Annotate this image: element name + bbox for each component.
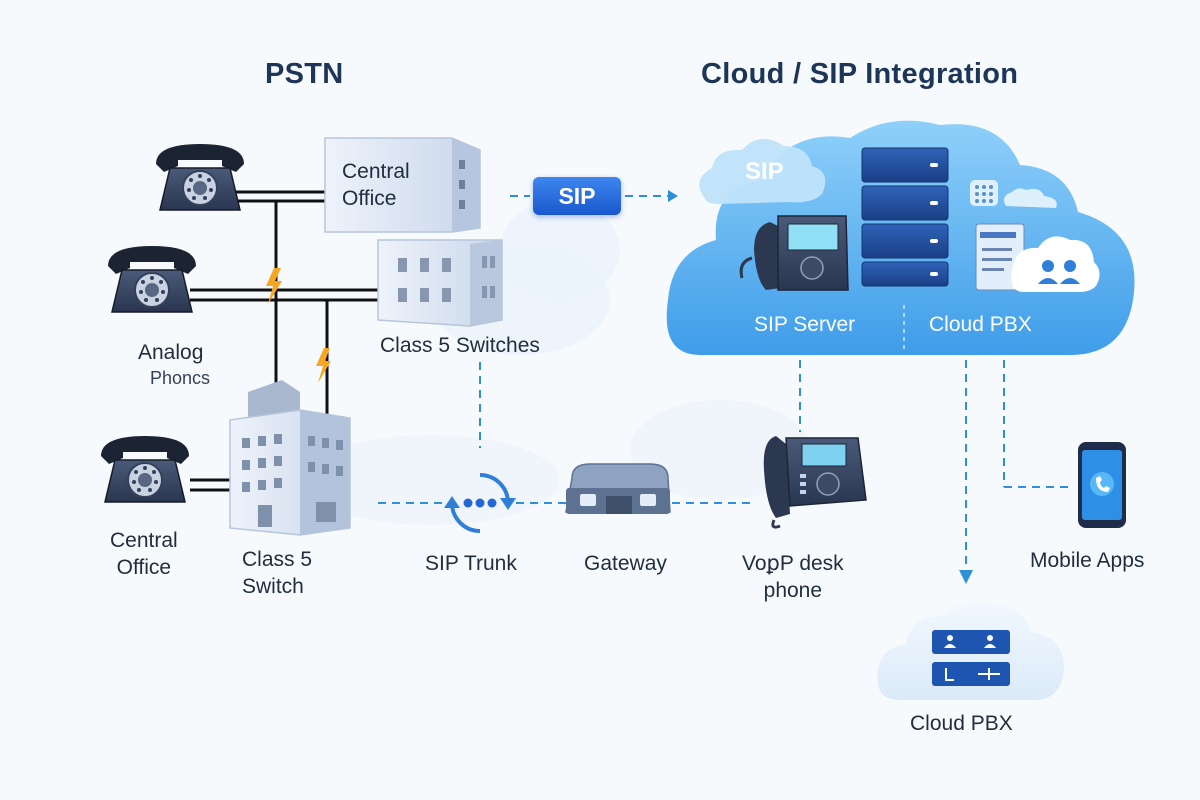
analog-phone-icon	[107, 245, 197, 313]
cloud-sip-integration-title: Cloud / SIP Integration	[701, 58, 1019, 90]
voip-desk-phone-label: VoꝑP desk phone	[742, 552, 844, 602]
sip-badge: SIP	[533, 177, 621, 215]
central-office-label: Central Office	[110, 529, 178, 579]
cloud-pbx-bottom-label: Cloud PBX	[910, 712, 1013, 735]
cloud-pbx-bottom-icon	[877, 600, 1064, 700]
class5-switch-building-icon	[229, 380, 351, 536]
sip-trunk-icon	[444, 473, 516, 533]
sip-server-label: SIP Server	[754, 313, 856, 336]
class5-switch-label: Class 5 Switch	[242, 548, 313, 598]
central-office-building-label: Central Office	[342, 160, 410, 210]
chat-icon	[970, 180, 1057, 208]
mobile-phone-icon	[1078, 442, 1126, 528]
central-office-building-icon	[324, 137, 481, 233]
analog-phone-icon	[100, 435, 190, 503]
analog-phones-label: Analog	[138, 341, 204, 364]
sip-server-icon	[861, 147, 949, 287]
cloud-pbx-label: Cloud PBX	[929, 313, 1032, 336]
sip-trunk-label: SIP Trunk	[425, 552, 517, 575]
class5-switches-building-icon	[377, 239, 503, 327]
analog-phone-icon	[155, 143, 245, 211]
class5-switches-label: Class 5 Switches	[380, 334, 540, 357]
pstn-title: PSTN	[265, 58, 344, 90]
arrow-down-icon	[959, 570, 973, 584]
gateway-icon	[565, 463, 671, 514]
lightning-icon	[266, 268, 331, 383]
sip-cloud-label: SIP	[745, 158, 784, 185]
cloud-pbx-icon	[975, 223, 1100, 292]
voip-desk-phone-icon	[763, 436, 867, 529]
gateway-label: Gateway	[584, 552, 667, 575]
mobile-apps-label: Mobile Apps	[1030, 549, 1145, 572]
arrow-right-icon	[668, 190, 678, 202]
desk-phone-icon	[739, 215, 849, 291]
pstn-wiring	[190, 190, 378, 492]
analog-phones-sublabel: Phoncs	[150, 368, 211, 388]
dashed-links	[378, 195, 1068, 570]
